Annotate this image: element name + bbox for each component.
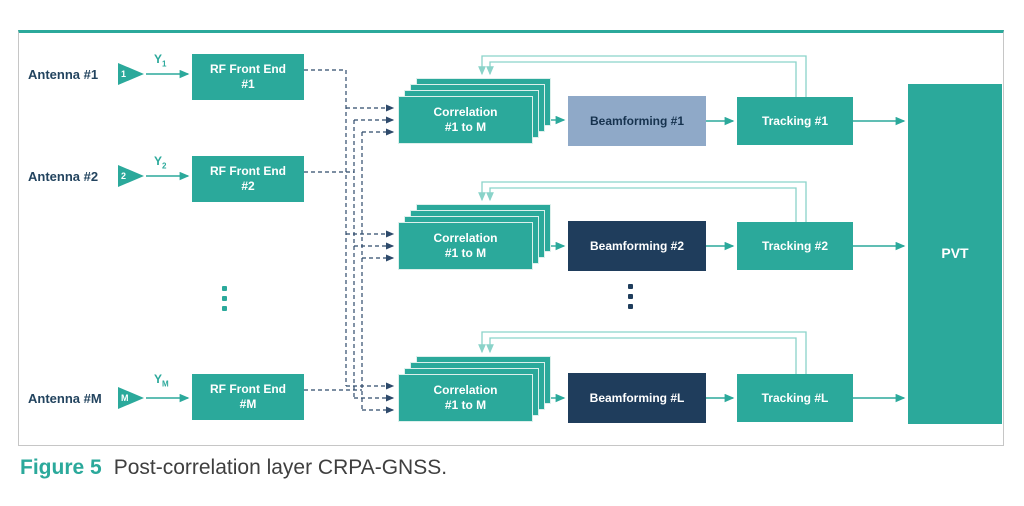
correlation-stack-1: Correlation#1 to M — [398, 78, 551, 144]
correlation-stack-2: Correlation#1 to M — [398, 204, 551, 270]
tracking-2-block: Tracking #2 — [737, 222, 853, 270]
beamforming-l-block: Beamforming #L — [568, 373, 706, 423]
rf-front-end-1-block: RF Front End#1 — [192, 54, 304, 100]
beamforming-2-block: Beamforming #2 — [568, 221, 706, 271]
rf-front-end-m-block: RF Front End#M — [192, 374, 304, 420]
tracking-l-block: Tracking #L — [737, 374, 853, 422]
signal-ym-label: YM — [154, 372, 169, 389]
antenna-m-label: Antenna #M — [28, 391, 102, 406]
figure-caption-text: Post-correlation layer CRPA-GNSS. — [113, 456, 448, 479]
correlation-m-block: Correlation#1 to M — [398, 374, 533, 422]
figure-caption: Figure 5 Post-correlation layer CRPA-GNSS… — [20, 456, 447, 480]
correlation-stack-m: Correlation#1 to M — [398, 356, 551, 422]
correlation-2-block: Correlation#1 to M — [398, 222, 533, 270]
beamforming-1-block: Beamforming #1 — [568, 96, 706, 146]
antenna-1-label: Antenna #1 — [28, 67, 99, 82]
correlation-1-block: Correlation#1 to M — [398, 96, 533, 144]
figure-number-label: Figure 5 — [20, 456, 102, 479]
signal-y1-label: Y1 — [154, 52, 167, 69]
rf-front-end-2-block: RF Front End#2 — [192, 156, 304, 202]
vertical-ellipsis-icon — [628, 284, 633, 309]
signal-y2-label: Y2 — [154, 154, 167, 171]
vertical-ellipsis-icon — [222, 286, 227, 311]
antenna-2-label: Antenna #2 — [28, 169, 99, 184]
pvt-block: PVT — [908, 84, 1002, 424]
tracking-1-block: Tracking #1 — [737, 97, 853, 145]
